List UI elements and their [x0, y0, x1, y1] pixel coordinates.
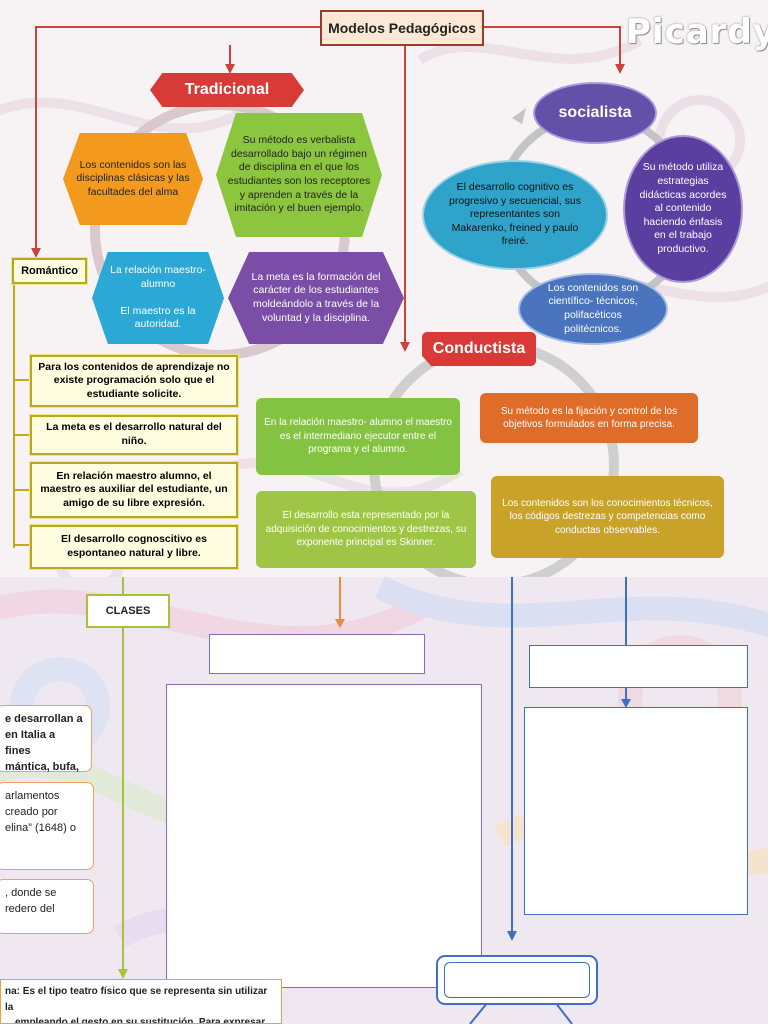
- conductista-label: Conductista: [422, 332, 536, 366]
- romantico-item-2: La meta es el desarrollo natural del niñ…: [29, 414, 239, 456]
- socialista-contenidos: Los contenidos son científico- técnicos,…: [518, 273, 668, 345]
- conductista-desarrollo: El desarrollo esta representado por la a…: [256, 491, 476, 568]
- romantico-item-3: En relación maestro alumno, el maestro e…: [29, 461, 239, 519]
- pantomima-description: na: Es el tipo teatro físico que se repr…: [0, 979, 282, 1024]
- tradicional-metodo: Su método es verbalista desarrollado baj…: [216, 113, 382, 237]
- empty-title-box-left: [209, 634, 425, 674]
- second-slide-panel: CLASES e desarrollan a en Italia a fines…: [0, 577, 768, 1024]
- concept-map-panel: Picardy Modelos Pedagógicos Tradicional …: [0, 0, 768, 577]
- clases-box: CLASES: [86, 594, 170, 628]
- romantico-label: Romántico: [11, 257, 88, 285]
- romantico-item-4: El desarrollo cognoscitivo es espontaneo…: [29, 524, 239, 570]
- conductista-relacion: En la relación maestro- alumno el maestr…: [256, 398, 460, 475]
- empty-content-box-left: [166, 684, 482, 988]
- empty-rounded-box: [436, 955, 598, 1005]
- socialista-metodo: Su método utiliza estrategias didácticas…: [623, 135, 743, 283]
- watermark: Picardy: [626, 12, 768, 52]
- page-title: Modelos Pedagógicos: [320, 10, 484, 46]
- conductista-contenidos: Los contenidos son los conocimientos téc…: [491, 476, 724, 558]
- clase-description-2: arlamentos creado por elina” (1648) o: [0, 782, 94, 870]
- tradicional-label: Tradicional: [150, 73, 304, 107]
- empty-content-box-right: [524, 707, 748, 915]
- socialista-label: socialista: [533, 82, 657, 144]
- conductista-metodo: Su método es la fijación y control de lo…: [480, 393, 698, 443]
- connector-left: [35, 26, 320, 250]
- socialista-desarrollo: El desarrollo cognitivo es progresivo y …: [422, 160, 608, 270]
- tradicional-relacion: La relación maestro-alumno El maestro es…: [92, 252, 224, 344]
- tradicional-meta: La meta es la formación del carácter de …: [228, 252, 404, 344]
- romantico-bracket: [13, 280, 30, 548]
- connector-socialista: [480, 26, 621, 68]
- empty-title-box-right: [529, 645, 748, 688]
- romantico-item-1: Para los contenidos de aprendizaje no ex…: [29, 354, 239, 408]
- tradicional-contenidos: Los contenidos son las disciplinas clási…: [63, 133, 203, 225]
- clase-description-1: e desarrollan a en Italia a fines mántic…: [0, 705, 92, 773]
- pantomima-line-1: na: Es el tipo teatro físico que se repr…: [5, 986, 268, 1013]
- pantomima-line-2: empleando el gesto en su sustitución. Pa…: [15, 1017, 266, 1024]
- clase-description-3: , donde se redero del: [0, 879, 94, 934]
